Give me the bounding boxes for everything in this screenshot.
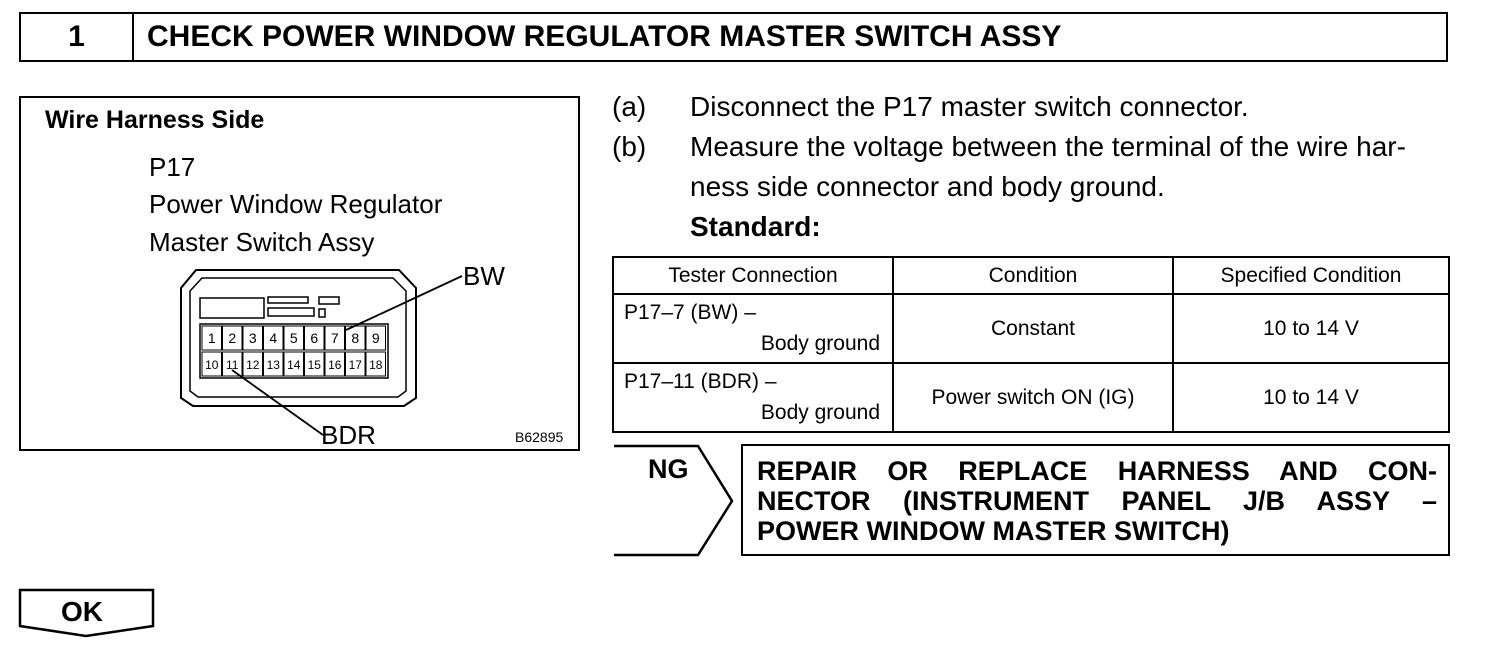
pin-number: 9 [372, 330, 380, 346]
table-row: P17–11 (BDR) – Body ground Power switch … [612, 362, 1450, 433]
step-number: 1 [21, 14, 134, 60]
pin-number: 10 [205, 358, 219, 372]
pin-cell [263, 325, 284, 351]
pin-number: 11 [226, 358, 239, 372]
latch-slot [318, 296, 340, 305]
bdr-callout-line [231, 369, 324, 436]
pin-cell [222, 351, 243, 377]
connection-terminal: P17–11 (BDR) – [624, 370, 777, 393]
pin-number: 13 [267, 358, 281, 372]
pin-number: 5 [290, 330, 298, 346]
figure-code: B62895 [515, 429, 564, 445]
pin-cell [283, 351, 304, 377]
connector-inner-outline [189, 277, 407, 398]
latch-slot [318, 308, 326, 318]
pin-cell [242, 351, 263, 377]
part-name: Master Switch Assy [149, 227, 375, 257]
step-b-marker: (b) [612, 131, 647, 162]
standard-label: Standard: [690, 211, 821, 242]
step-a-text: Disconnect the P17 master switch connect… [690, 91, 1249, 122]
pin-cell [365, 351, 386, 377]
pin-number: 17 [349, 358, 363, 372]
connection-ground: Body ground [760, 401, 880, 424]
condition-cell: Power switch ON (IG) [892, 362, 1174, 433]
pin-cell [345, 351, 366, 377]
pin-number: 18 [369, 358, 383, 372]
step-b-text: Measure the voltage between the terminal… [690, 131, 1406, 162]
pin-cell [324, 351, 345, 377]
pin-cell [324, 325, 345, 351]
connection-ground: Body ground [760, 332, 880, 355]
latch-slot [199, 297, 265, 319]
part-name: Power Window Regulator [149, 189, 443, 219]
bw-callout-line [345, 275, 463, 331]
pin-number: 4 [269, 330, 277, 346]
pin-number: 16 [328, 358, 342, 372]
pin-number: 7 [331, 330, 339, 346]
pin-number: 12 [246, 358, 260, 372]
step-header: 1 CHECK POWER WINDOW REGULATOR MASTER SW… [19, 12, 1448, 62]
table-header-row: Tester Connection Condition Specified Co… [612, 256, 1450, 295]
pin-number: 2 [228, 330, 236, 346]
ng-action-text: NECTOR (INSTRUMENT PANEL J/B ASSY – [757, 486, 1437, 516]
tester-connection-cell: P17–7 (BW) – Body ground [612, 293, 894, 364]
ng-action-text: POWER WINDOW MASTER SWITCH) [757, 516, 1230, 546]
column-header: Specified Condition [1172, 256, 1450, 295]
pin-cell [283, 325, 304, 351]
pin-number: 3 [249, 330, 257, 346]
ok-label: OK [61, 596, 103, 627]
pin-cell [222, 325, 243, 351]
connector-outline [180, 269, 417, 407]
column-header: Condition [892, 256, 1174, 295]
ng-label: NG [648, 454, 689, 484]
pin-number: 6 [310, 330, 318, 346]
table-row: P17–7 (BW) – Body ground Constant 10 to … [612, 293, 1450, 364]
connector-id: P17 [149, 152, 196, 182]
pin-cell [365, 325, 386, 351]
connection-terminal: P17–7 (BW) – [624, 301, 756, 324]
pin-number: 15 [308, 358, 322, 372]
latch-slot [267, 307, 315, 317]
specification-table: Tester Connection Condition Specified Co… [612, 256, 1450, 433]
pin-cell [304, 325, 325, 351]
pin-number: 8 [351, 330, 359, 346]
step-b-text: ness side connector and body ground. [690, 171, 1165, 202]
specified-condition-cell: 10 to 14 V [1172, 362, 1450, 433]
pin-cell [201, 325, 222, 351]
pin-cell [201, 351, 222, 377]
bdr-callout-label: BDR [321, 420, 376, 450]
ng-action-box: REPAIR OR REPLACE HARNESS AND CON- NECTO… [741, 444, 1450, 556]
ng-action-text: REPAIR OR REPLACE HARNESS AND CON- [757, 456, 1437, 486]
ng-arrow-shape [614, 444, 734, 557]
pin-cell [263, 351, 284, 377]
bw-callout-label: BW [463, 261, 505, 291]
ok-arrow-shape [18, 588, 155, 638]
condition-cell: Constant [892, 293, 1174, 364]
column-header: Tester Connection [612, 256, 894, 295]
specified-condition-cell: 10 to 14 V [1172, 293, 1450, 364]
pin-cell [304, 351, 325, 377]
pin-grid [199, 323, 389, 379]
tester-connection-cell: P17–11 (BDR) – Body ground [612, 362, 894, 433]
step-title: CHECK POWER WINDOW REGULATOR MASTER SWIT… [147, 20, 1062, 53]
pin-cell [242, 325, 263, 351]
diagram-heading: Wire Harness Side [45, 106, 265, 134]
pin-number: 14 [287, 358, 301, 372]
latch-slot [267, 296, 309, 304]
step-a-marker: (a) [612, 91, 647, 122]
pin-number: 1 [208, 330, 216, 346]
